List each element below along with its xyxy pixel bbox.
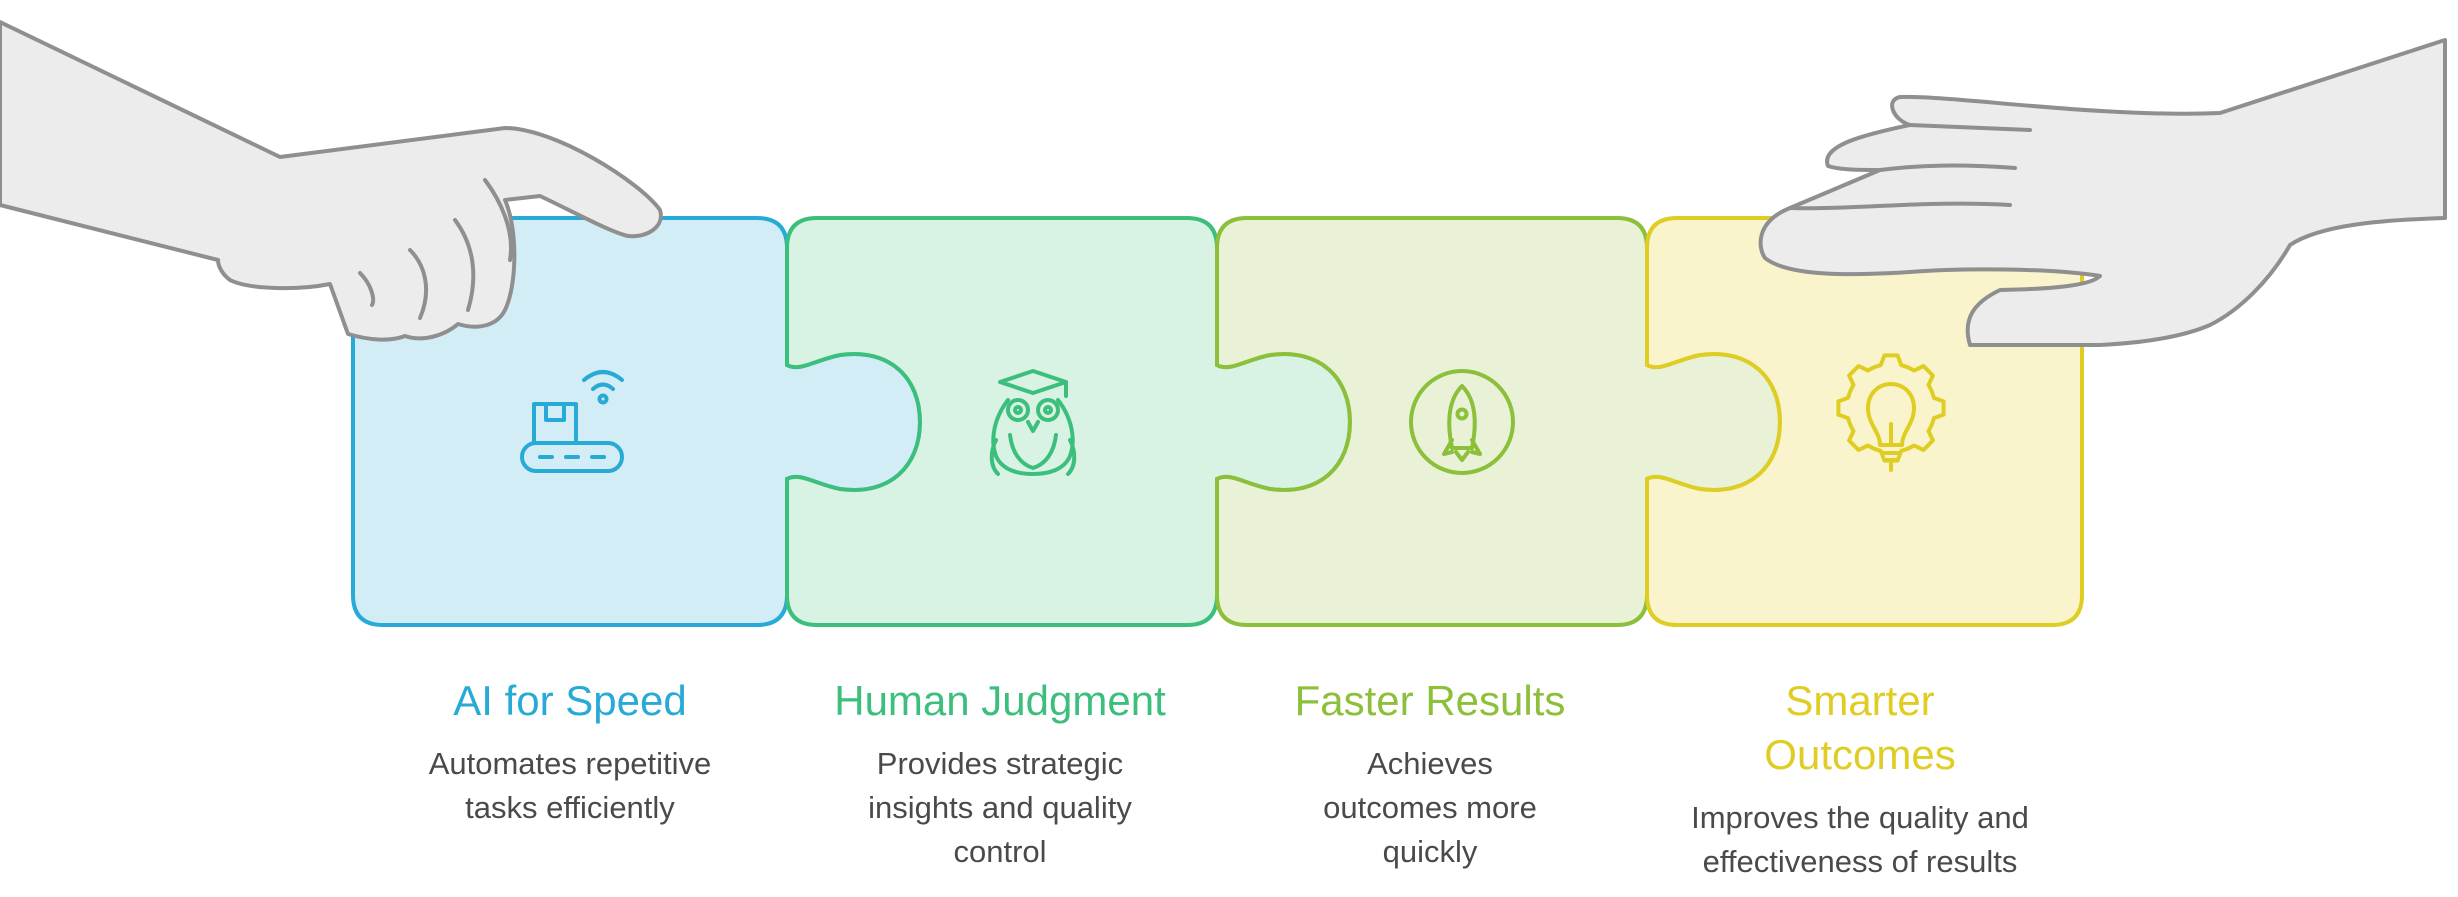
- step-description: Automates repetitive tasks efficiently: [428, 746, 712, 825]
- step-description: Provides strategic insights and quality …: [868, 746, 1132, 869]
- step-label-ai-for-speed: AI for Speed Automates repetitive tasks …: [360, 674, 780, 830]
- step-label-smarter-outcomes: Smarter Outcomes Improves the quality an…: [1650, 674, 2070, 884]
- step-title: Smarter Outcomes: [1764, 677, 1956, 778]
- step-description: Achieves outcomes more quickly: [1323, 746, 1537, 869]
- step-title: Faster Results: [1294, 677, 1566, 724]
- step-label-human-judgment: Human Judgment Provides strategic insigh…: [790, 674, 1210, 874]
- owl-graduation-cap-icon: [989, 369, 1077, 476]
- step-title: AI for Speed: [453, 677, 687, 724]
- right-hand-icon: [1758, 38, 2447, 347]
- rocket-icon: [1409, 369, 1515, 475]
- conveyor-belt-icon: [520, 370, 624, 473]
- left-hand-icon: [0, 20, 663, 342]
- step-title: Human Judgment: [834, 677, 1166, 724]
- step-label-faster-results: Faster Results Achieves outcomes more qu…: [1220, 674, 1640, 874]
- step-description: Improves the quality and effectiveness o…: [1691, 800, 2029, 879]
- lightbulb-gear-icon: [1836, 353, 1946, 472]
